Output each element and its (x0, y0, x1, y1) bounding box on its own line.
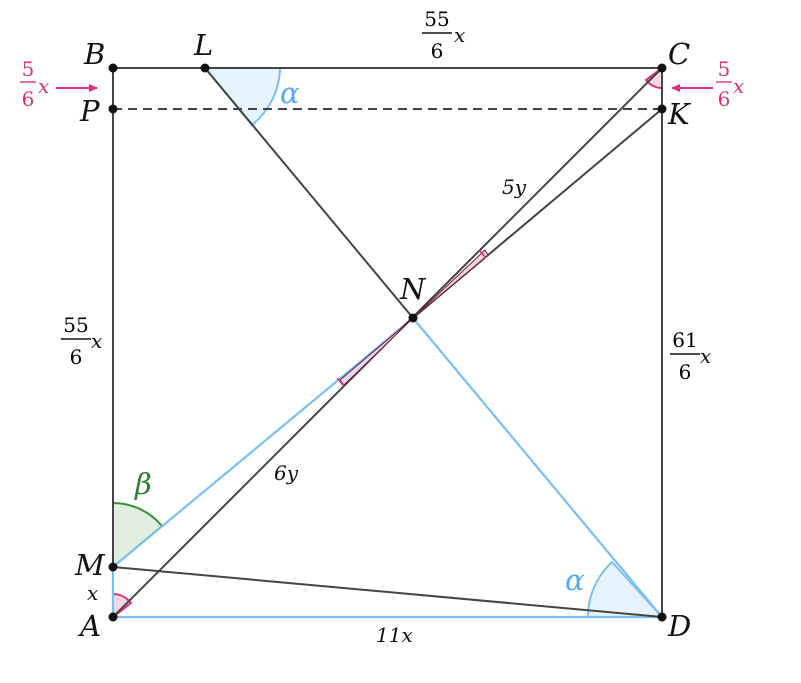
tick-mark-upper (478, 249, 487, 259)
segment-mn (112, 317, 414, 568)
label-ck-length: 5 6 x (716, 57, 744, 111)
tick-mark-lower (336, 377, 345, 387)
point-d (657, 612, 667, 622)
label-alpha-top: α (280, 76, 300, 110)
segment-ln (204, 67, 414, 319)
svg-text:6: 6 (679, 360, 692, 384)
label-bottom-length: 11x (376, 623, 413, 647)
svg-text:x: x (733, 74, 744, 98)
label-pb-length: 5 6 x (20, 57, 49, 111)
svg-text:x: x (91, 329, 102, 353)
label-p: P (79, 94, 100, 128)
label-right-length: 61 6 x (670, 328, 711, 384)
svg-text:x: x (38, 74, 49, 98)
label-am-length: x (87, 581, 98, 605)
point-m (108, 562, 118, 572)
label-beta: β (134, 467, 152, 501)
label-k: K (667, 97, 692, 131)
label-a: A (77, 609, 101, 643)
label-left-length: 55 6 x (61, 313, 102, 369)
svg-text:61: 61 (672, 328, 697, 352)
svg-text:55: 55 (63, 313, 88, 337)
label-l: L (193, 28, 213, 62)
point-b (108, 63, 118, 73)
svg-text:6: 6 (70, 345, 83, 369)
label-d: D (667, 609, 691, 643)
svg-text:6: 6 (22, 87, 35, 111)
svg-text:5: 5 (22, 57, 35, 81)
segment-md (112, 566, 663, 618)
svg-text:6: 6 (431, 39, 444, 63)
svg-text:55: 55 (424, 7, 449, 31)
angle-beta (112, 501, 164, 570)
svg-text:6: 6 (718, 87, 731, 111)
wedge-n-k (412, 249, 489, 319)
label-n: N (399, 272, 427, 306)
point-a (108, 612, 118, 622)
point-c (657, 63, 667, 73)
label-m: M (74, 548, 106, 582)
label-b: B (83, 37, 105, 71)
point-l (200, 63, 210, 73)
label-na-length: 6y (274, 461, 299, 485)
point-n (408, 313, 418, 323)
svg-text:5: 5 (718, 57, 731, 81)
point-k (657, 104, 667, 114)
angle-alpha-top (202, 67, 282, 127)
label-cn-length: 5y (502, 175, 527, 199)
segment-nd (412, 317, 663, 618)
angle-alpha-bottom (586, 560, 665, 618)
label-alpha-bottom: α (565, 563, 585, 597)
svg-text:x: x (700, 344, 711, 368)
label-top-length: 55 6 x (422, 7, 465, 63)
label-c: C (668, 37, 690, 71)
wedge-n-m (339, 317, 414, 386)
point-p (108, 104, 118, 114)
svg-text:x: x (454, 23, 465, 47)
